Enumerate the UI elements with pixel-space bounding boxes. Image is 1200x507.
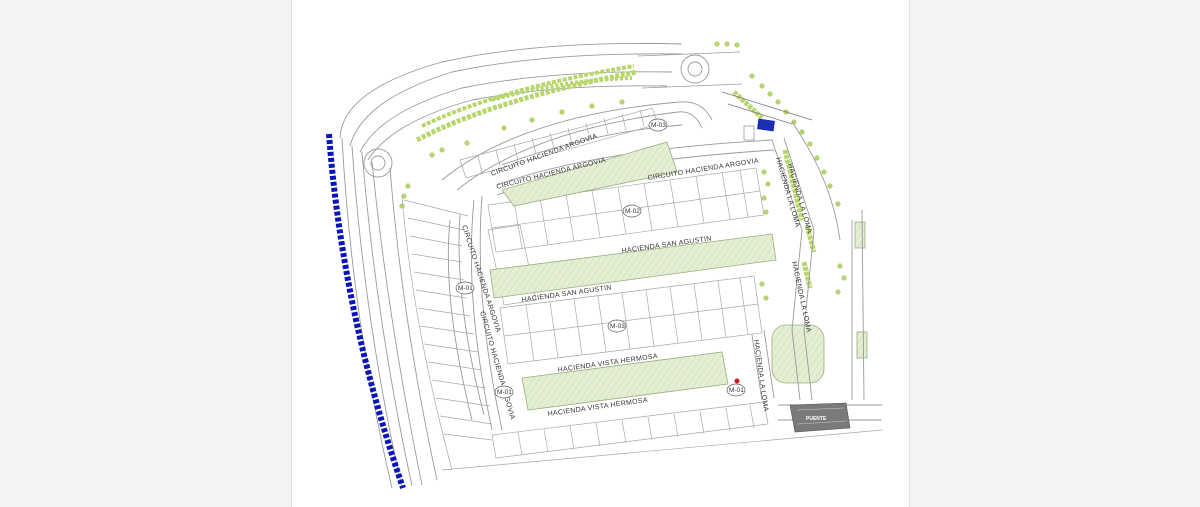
block-label: M-02 <box>625 208 640 215</box>
roundabout-west <box>363 148 393 178</box>
lot-grid <box>401 107 883 471</box>
block-label: M-01 <box>729 387 744 394</box>
entrance-structures <box>721 91 813 141</box>
location-marker <box>734 378 740 384</box>
bridge <box>789 402 851 433</box>
tree-rows <box>399 41 847 345</box>
green-areas <box>489 141 868 411</box>
block-markers <box>455 118 746 399</box>
perimeter-road <box>339 42 683 489</box>
site-plan-sheet: PUENTE CIRCUITO HACIENDA ARGOVIA CIRCUIT… <box>291 0 910 507</box>
block-label: M-03 <box>610 323 625 330</box>
block-label: M-01 <box>458 285 473 292</box>
subdivision-plan: PUENTE CIRCUITO HACIENDA ARGOVIA CIRCUIT… <box>326 41 883 489</box>
bridge-label: PUENTE <box>806 416 827 422</box>
roundabout-north <box>637 51 743 89</box>
block-label: M-01 <box>497 389 512 396</box>
boundary-line <box>326 133 406 489</box>
block-label: M-03 <box>651 122 666 129</box>
street-label: HACIENDA LA LOMA <box>752 339 769 412</box>
